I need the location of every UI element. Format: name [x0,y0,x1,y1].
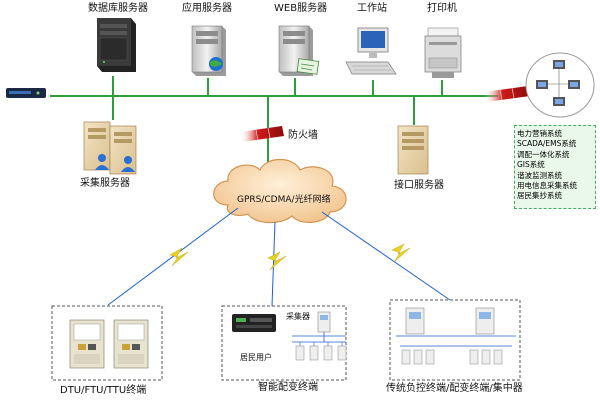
legacy-link [321,211,451,301]
external-network-icon [525,52,595,118]
database-server-icon [97,18,136,72]
system-item: GIS系统 [517,160,545,170]
system-item: 居民集抄系统 [517,191,562,201]
smart-terminal-icon [232,314,276,332]
dtu-group-label: DTU/FTU/TTU终端 [60,385,147,396]
wireless-bolt-icon [267,251,287,271]
smart-link [271,221,276,307]
collector-meter-icon [317,311,331,333]
collect-server-label: 采集服务器 [80,178,130,189]
web-server-icon [278,25,320,76]
network-cloud [213,158,347,224]
dtu-link [107,207,239,306]
application-server-icon [191,25,226,76]
workstation-label: 工作站 [357,3,387,14]
db-server-label: 数据库服务器 [88,3,148,14]
external-systems-list: 电力营销系统 SCADA/EMS系统 调配一体化系统 GIS系统 谐波监测系统 … [514,125,596,209]
app-server-label: 应用服务器 [182,3,232,14]
system-item: 谐波监测系统 [517,170,562,180]
smart-group-label: 智能配变终端 [258,382,318,393]
workstation-icon [345,27,397,75]
web-server-label: WEB服务器 [274,3,328,14]
dtu-cabinet-icon [69,319,105,369]
network-label: GPRS/CDMA/光纤网络 [237,195,331,205]
system-item: SCADA/EMS系统 [517,139,577,149]
firewall-icon [240,126,284,142]
system-item: 电力营销系统 [517,129,562,138]
printer-icon [424,27,462,78]
collect-server-icon [83,121,137,175]
wireless-bolt-icon [391,243,411,263]
interface-server-icon [397,125,429,175]
resident-meter-icon [295,342,347,361]
system-item: 调配一体化系统 [517,149,570,159]
interface-server-label: 接口服务器 [394,180,444,191]
smart-residents-label: 居民用户 [240,353,272,362]
dtu-cabinet-icon [113,319,149,369]
firewall-label: 防火墙 [288,130,318,141]
concentrator-icon [405,307,495,335]
smart-collector-label: 采集器 [286,312,310,321]
legacy-meter-icon [401,349,503,365]
legacy-group-label: 传统负控终端/配变终端/集中器 [386,383,523,394]
printer-label: 打印机 [427,3,457,14]
right-firewall-icon [484,86,530,102]
switch-icon [6,88,46,98]
system-item: 用电信息采集系统 [517,181,577,191]
wireless-bolt-icon [169,247,189,267]
